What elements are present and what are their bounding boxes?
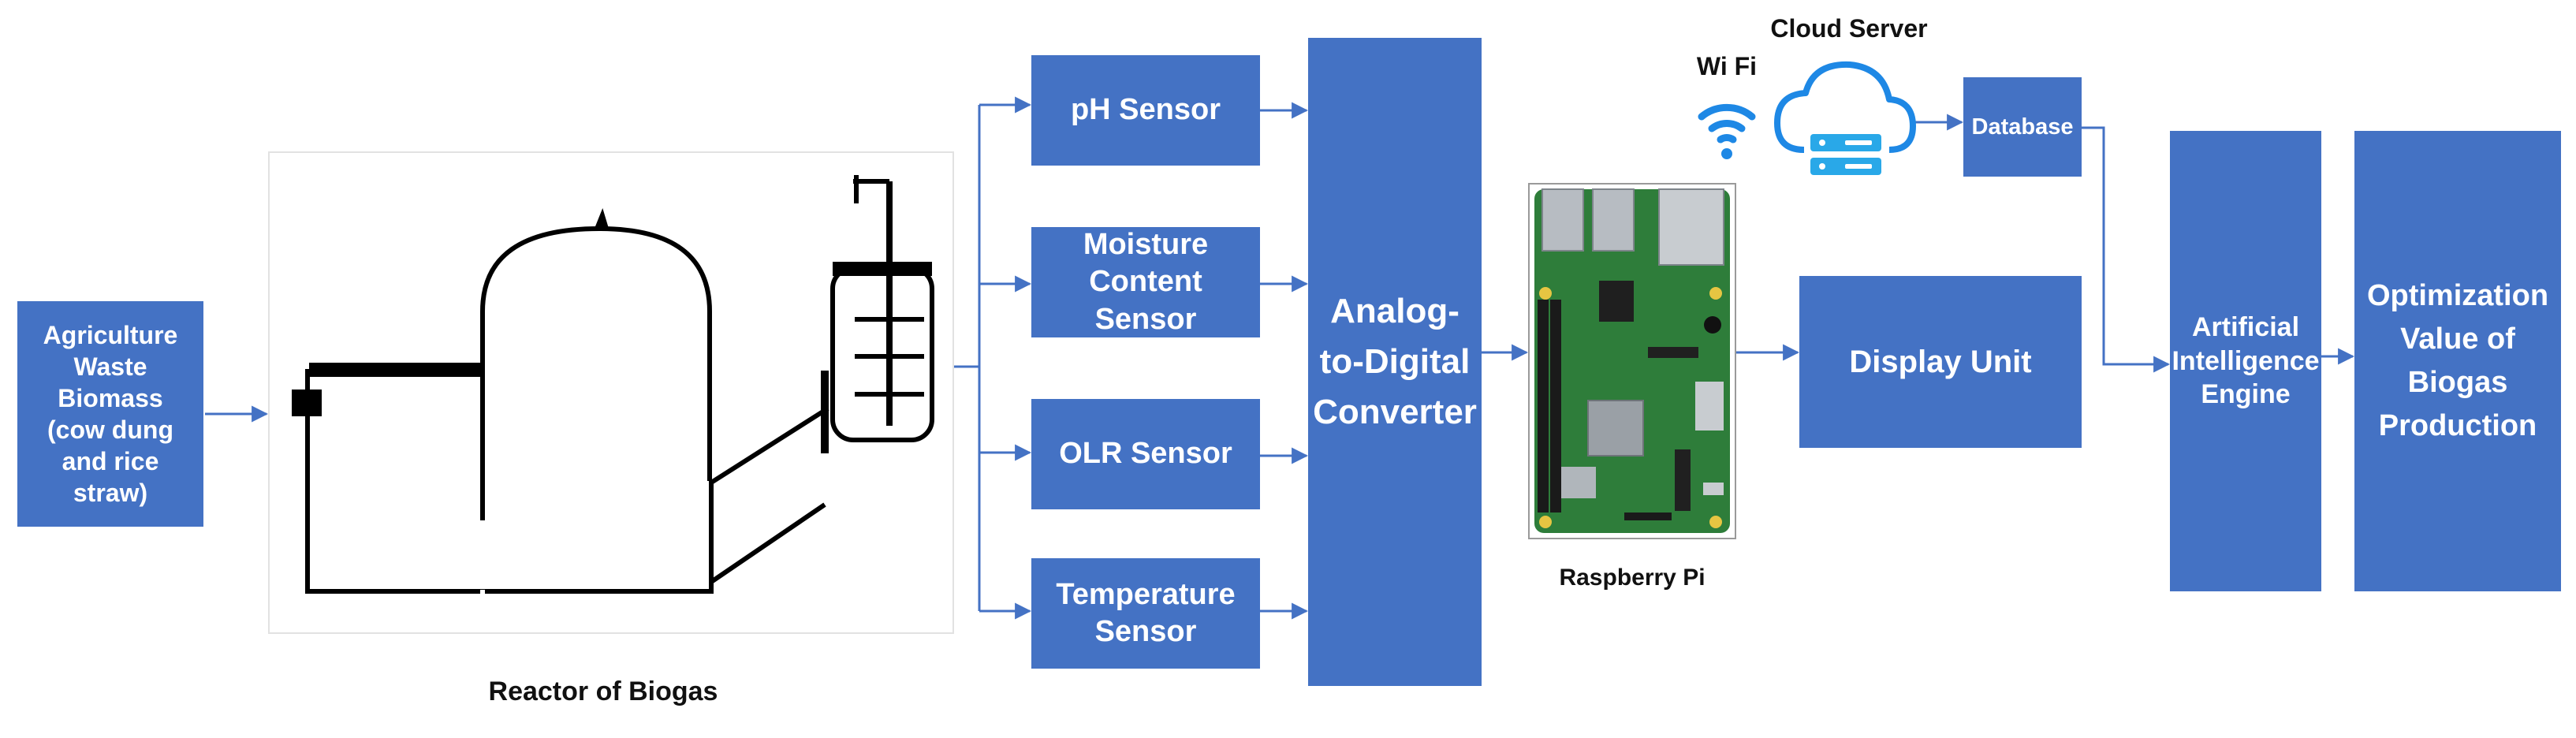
adc-box: Analog-to-Digital Converter [1308,38,1482,686]
sensor-bus [954,105,981,611]
optimization-output-box: Optimization Value of Biogas Production [2354,131,2561,591]
display-unit-box: Display Unit [1799,276,2082,448]
wifi-icon [1698,103,1756,159]
biomass-input-box: Agriculture Waste Biomass (cow dung and … [17,301,203,527]
ai-engine-label: Artificial Intelligence Engine [2172,312,2320,410]
ph-sensor-label: pH Sensor [1070,93,1221,127]
raspberry-pi-caption: Raspberry Pi [1559,565,1706,591]
reactor-frame [268,151,954,634]
biomass-input-label: Agriculture Waste Biomass (cow dung and … [43,321,178,507]
olr-sensor-box: OLR Sensor [1031,399,1260,509]
database-label: Database [1971,114,2074,140]
display-unit-label: Display Unit [1849,345,2032,379]
olr-sensor-label: OLR Sensor [1059,437,1232,471]
cloud-server-icon [1774,61,1916,175]
raspberry-pi-board-image [1534,188,1730,533]
arrow-database-to-ai [2082,126,2171,373]
ai-engine-box: Artificial Intelligence Engine [2170,131,2321,591]
moisture-sensor-label: Moisture Content Sensor [1083,227,1209,336]
ph-sensor-box: pH Sensor [1031,55,1260,166]
biogas-reactor-drawing [292,175,934,596]
temperature-sensor-label: Temperature Sensor [1056,577,1236,649]
temperature-sensor-box: Temperature Sensor [1031,558,1260,669]
moisture-sensor-box: Moisture Content Sensor [1031,227,1260,337]
database-box: Database [1963,77,2082,177]
reactor-caption: Reactor of Biogas [488,676,718,706]
cloud-server-caption: Cloud Server [1770,14,1928,43]
adc-label: Analog-to-Digital Converter [1313,292,1477,431]
wifi-caption: Wi Fi [1696,52,1758,80]
optimization-output-label: Optimization Value of Biogas Production [2366,278,2549,443]
